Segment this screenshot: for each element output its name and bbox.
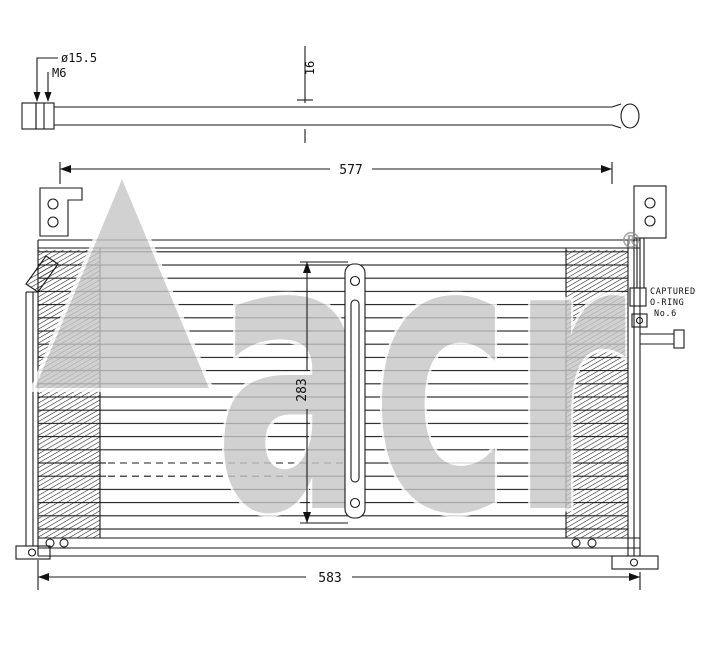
center-support-bracket (344, 263, 366, 519)
pipe-end-fitting-2 (35, 102, 55, 130)
mount-hole (47, 216, 59, 228)
mount-hole (644, 215, 656, 227)
dimension-283: 283 (295, 261, 348, 524)
bolt-hole (45, 538, 55, 548)
fitting-note-line2: O-RING (650, 298, 684, 308)
fitting-note: CAPTURED O-RING No.6 (650, 287, 696, 319)
pipe-dimension-callouts: ø15.5 M6 16 (33, 46, 317, 143)
bolt-hole (571, 538, 581, 548)
pipe-oring-end (620, 103, 640, 129)
fitting-note-line1: CAPTURED (650, 287, 696, 297)
pipe-diameter-label: ø15.5 (61, 51, 97, 65)
pipe-detail-drawing (21, 102, 640, 130)
leader-arrow (44, 92, 52, 102)
bolt-hole (59, 538, 69, 548)
left-pipe-bend (26, 256, 58, 292)
mounting-brackets (15, 185, 685, 570)
top-left-bracket (39, 187, 83, 237)
fitting-note-line3: No.6 (654, 309, 677, 319)
bottom-width-dimension: 583 (318, 571, 341, 586)
dimension-577: 577 (59, 162, 613, 184)
pipe-thread-label: M6 (52, 66, 66, 80)
logo-triangle (29, 168, 215, 392)
fitting-pad (631, 313, 648, 328)
right-fin-band (566, 250, 628, 538)
top-width-dimension: 577 (339, 163, 362, 178)
pad-hole (635, 316, 644, 325)
left-foot (15, 545, 51, 560)
mount-hole (47, 198, 59, 210)
logo-text: acr (214, 155, 628, 598)
bolt-hole (587, 538, 597, 548)
foot-hole (629, 558, 639, 567)
bracket-hole (349, 275, 361, 287)
foot-hole (27, 548, 37, 557)
mount-hole (644, 197, 656, 209)
right-foot (611, 555, 659, 570)
pipe-end-cap (673, 329, 685, 349)
watermark: acr ® (29, 152, 642, 602)
core-height-dimension: 283 (295, 378, 310, 401)
registered-mark-icon: ® (620, 229, 642, 254)
dimension-583: 583 (37, 560, 641, 590)
leader-arrow (33, 92, 41, 102)
bracket-hole (349, 497, 361, 509)
pipe-end-fitting (21, 102, 37, 130)
left-pipe-bend-outline (25, 255, 59, 293)
top-right-bracket (633, 185, 667, 239)
pipe-width-label: 16 (303, 61, 317, 75)
oring-fitting (629, 287, 647, 307)
